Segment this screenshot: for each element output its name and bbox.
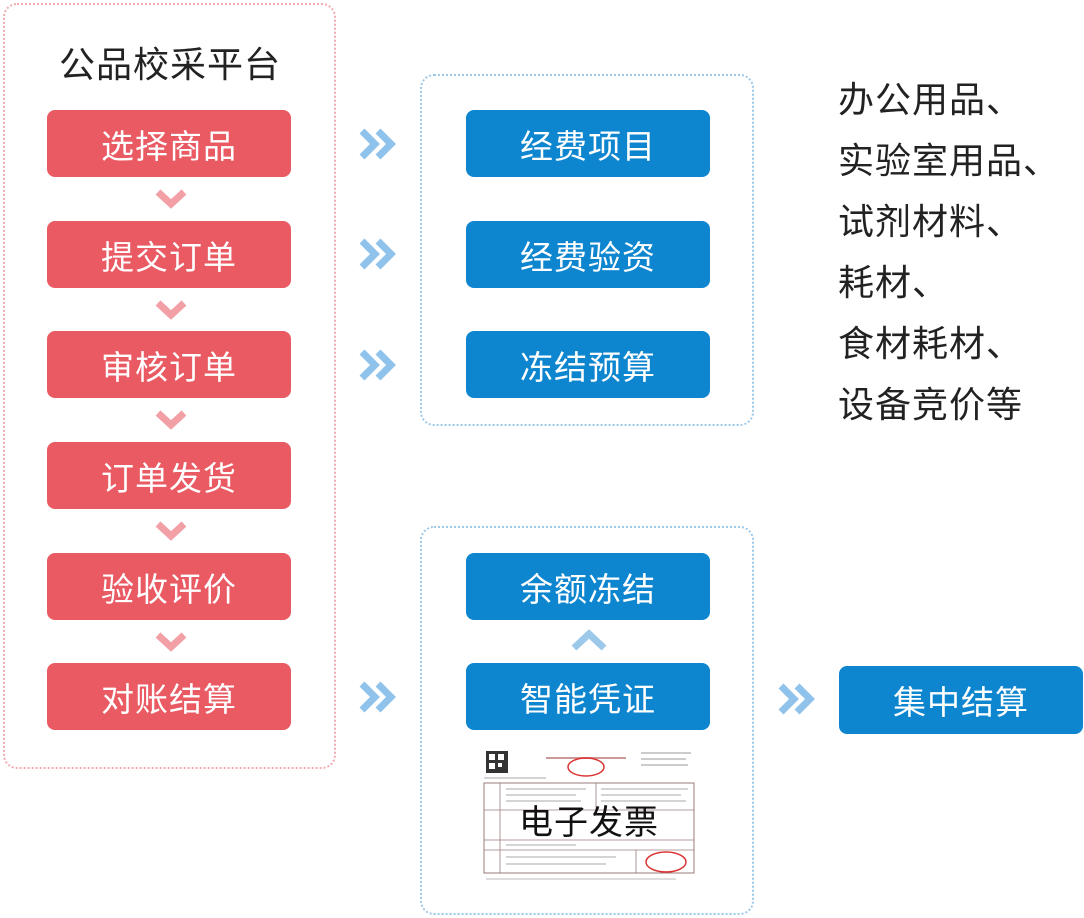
budget-freeze[interactable]: 冻结预算 [466, 331, 710, 398]
voucher-panel [420, 526, 754, 915]
double-chevron-right-icon [359, 349, 396, 381]
chevron-down-icon [155, 189, 187, 209]
smart-voucher[interactable]: 智能凭证 [466, 663, 710, 730]
chevron-down-icon [155, 410, 187, 430]
category-item: 耗材、 [838, 263, 950, 304]
chevron-up-icon [571, 629, 607, 651]
step-submit-order[interactable]: 提交订单 [47, 221, 291, 288]
step-accept-review[interactable]: 验收评价 [47, 553, 291, 620]
budget-project[interactable]: 经费项目 [466, 110, 710, 177]
category-item: 办公用品、 [838, 80, 1024, 121]
double-chevron-right-icon [359, 238, 396, 270]
double-chevron-right-icon [778, 683, 815, 715]
chevron-down-icon [155, 521, 187, 541]
platform-panel [3, 3, 336, 769]
category-item: 设备竞价等 [838, 385, 1024, 426]
step-review-order[interactable]: 审核订单 [47, 331, 291, 398]
category-item: 食材耗材、 [838, 324, 1024, 365]
double-chevron-right-icon [359, 681, 396, 713]
step-select-goods[interactable]: 选择商品 [47, 110, 291, 177]
centralized-settlement[interactable]: 集中结算 [839, 666, 1083, 734]
category-item: 实验室用品、 [838, 141, 1061, 182]
category-item: 试剂材料、 [838, 202, 1024, 243]
invoice-image [476, 745, 702, 885]
chevron-down-icon [155, 300, 187, 320]
platform-title: 公品校采平台 [58, 45, 281, 86]
category-list: 办公用品、 实验室用品、 试剂材料、 耗材、 食材耗材、 设备竞价等 [838, 70, 1060, 436]
budget-verify[interactable]: 经费验资 [466, 221, 710, 288]
chevron-down-icon [155, 632, 187, 652]
budget-panel [420, 74, 754, 426]
invoice-label: 电子发票 [519, 803, 659, 843]
step-reconcile-settle[interactable]: 对账结算 [47, 663, 291, 730]
balance-freeze[interactable]: 余额冻结 [466, 553, 710, 620]
double-chevron-right-icon [359, 128, 396, 160]
step-ship-order[interactable]: 订单发货 [47, 442, 291, 509]
